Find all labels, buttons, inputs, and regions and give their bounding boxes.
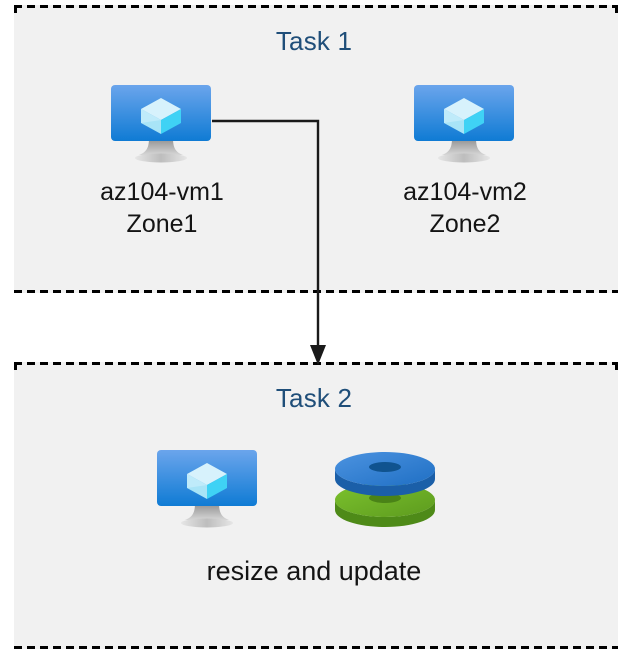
vm2-name: az104-vm2 [403,178,527,206]
task-2-caption: resize and update [206,556,422,586]
task-2-title: Task 2 [275,383,353,413]
task-1-title: Task 1 [275,26,353,56]
task-2-box-border-bottom [14,646,618,649]
vm1-label: az104-vm1 Zone1 [42,176,282,240]
task-2-box-border-top [14,362,618,365]
azure-disks-icon [330,443,440,531]
vm2-zone: Zone2 [429,210,501,238]
task-2-box-border-left [14,362,17,649]
task-2-box [14,362,618,649]
azure-virtual-machine-icon [155,447,259,531]
task-1-box-border-left [14,5,17,293]
azure-virtual-machine-icon [109,82,213,166]
vm1-name: az104-vm1 [100,178,224,206]
task-1-box-border-top [14,5,618,8]
task-1-box-border-right [615,5,618,293]
azure-virtual-machine-icon [412,82,516,166]
vm2-label: az104-vm2 Zone2 [345,176,585,240]
vm1-zone: Zone1 [126,210,198,238]
task-2-box-border-right [615,362,618,649]
task-1-box-border-bottom [14,290,618,293]
